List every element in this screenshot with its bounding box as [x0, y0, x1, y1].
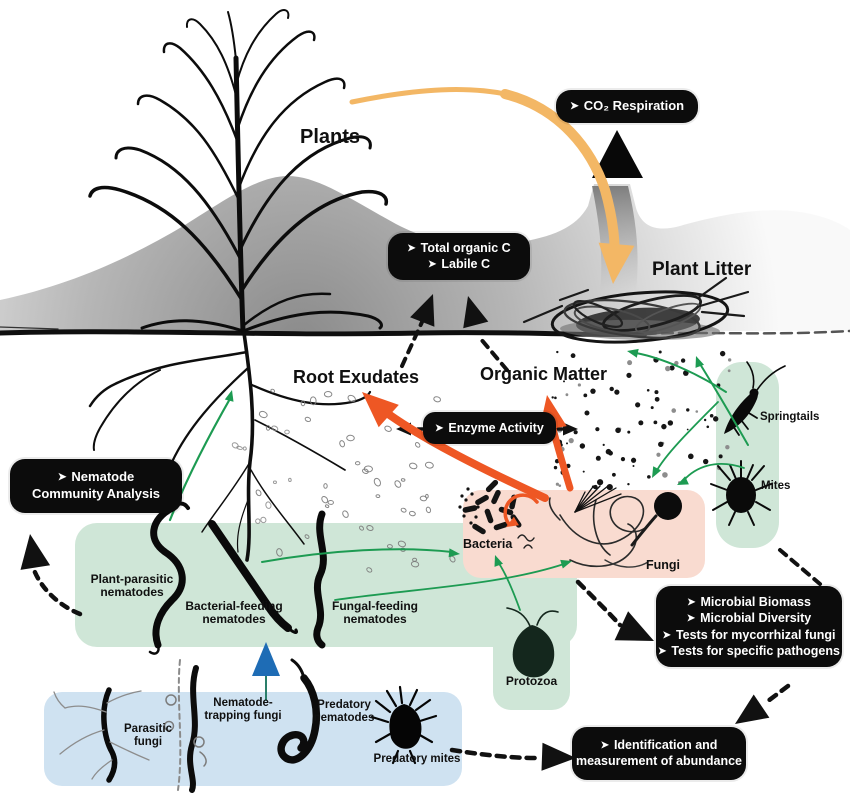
- labile-c-text: Labile C: [441, 257, 490, 272]
- nematode-analysis-text2: Community Analysis: [31, 485, 161, 501]
- plant-icon: [88, 9, 389, 334]
- co2-respiration-badge: ➤ CO₂ Respiration: [556, 90, 699, 123]
- plants-label: Plants: [300, 126, 361, 148]
- total-organic-c-text: Total organic C: [420, 241, 511, 255]
- identification-text2: measurement of abundance: [575, 754, 742, 769]
- pointer-icon: ➤: [662, 629, 671, 641]
- nematode-analysis-dashed-arrow: [20, 534, 83, 617]
- microbes-to-tests-dashed-arrow: [575, 579, 654, 641]
- pointer-icon: ➤: [435, 423, 444, 434]
- mites-label: Mites: [761, 480, 791, 492]
- nematode-community-analysis-badge: ➤ Nematode Community Analysis: [10, 459, 182, 513]
- springtails-label: Springtails: [760, 411, 820, 423]
- pointer-icon: ➤: [687, 597, 696, 608]
- protozoa-label: Protozoa: [505, 674, 558, 688]
- identification-text1: Identification and: [613, 738, 718, 752]
- predatory-nematodes-label: Predatory nematodes: [313, 699, 375, 724]
- root-exudates-label: Root Exudates: [293, 367, 420, 387]
- bacteria-label: Bacteria: [463, 537, 513, 551]
- parasitic-fungi-label: Parasitic fungi: [124, 723, 172, 748]
- identification-abundance-badge: ➤ Identification and measurement of abund…: [572, 727, 746, 780]
- bacterial-feeding-label: Bacterial-feeding nematodes: [185, 599, 283, 627]
- microbial-tests-badge: ➤Microbial Biomass ➤Microbial Diversity …: [656, 586, 842, 667]
- enzyme-activity-badge: ➤ Enzyme Activity: [423, 412, 556, 445]
- mycorrhizal-tests-text: Tests for mycorrhizal fungi: [675, 627, 836, 642]
- microbial-diversity-text: Microbial Diversity: [700, 611, 812, 626]
- plant-parasitic-label: Plant-parasitic nematodes: [90, 572, 174, 600]
- pointer-icon: ➤: [570, 101, 579, 112]
- plant-litter-icon: [522, 276, 750, 344]
- enzyme-activity-text: Enzyme Activity: [448, 421, 544, 435]
- soil-line: [0, 326, 850, 337]
- pointer-icon: ➤: [427, 259, 437, 271]
- mites-to-tests-dashed-line: [778, 548, 822, 586]
- predators-to-identification-dashed-arrow: [449, 742, 576, 771]
- protozoa-group-box: [493, 607, 570, 710]
- tests-to-identification-dashed-arrow: [735, 683, 791, 724]
- plant-litter-label: Plant Litter: [652, 259, 752, 280]
- total-organic-c-badge: ➤ Total organic C ➤ Labile C: [388, 233, 530, 280]
- pointer-icon: ➤: [57, 472, 67, 483]
- predatory-mites-label: Predatory mites: [373, 753, 461, 765]
- pointer-icon: ➤: [658, 645, 667, 657]
- co2-respiration-text: CO₂ Respiration: [583, 98, 685, 113]
- fungal-feeding-label: Fungal-feeding nematodes: [332, 599, 418, 627]
- organic-matter-label: Organic Matter: [480, 364, 608, 384]
- fungi-label: Fungi: [646, 558, 681, 572]
- pointer-icon: ➤: [600, 740, 609, 751]
- microbes-to-root-exudates-arrow: [362, 392, 549, 502]
- soil-to-carbon-dashed-arrows: [400, 294, 509, 372]
- pathogen-tests-text: Tests for specific pathogens: [671, 643, 840, 658]
- mesofauna-group-box: [716, 362, 779, 548]
- pointer-icon: ➤: [407, 243, 416, 254]
- pointer-icon: ➤: [686, 613, 696, 625]
- nematode-trapping-label: Nematode-trapping fungi: [204, 697, 282, 722]
- nematode-analysis-text1: Nematode: [71, 469, 135, 484]
- microbial-biomass-text: Microbial Biomass: [700, 595, 811, 609]
- co2-up-arrow: [592, 130, 643, 178]
